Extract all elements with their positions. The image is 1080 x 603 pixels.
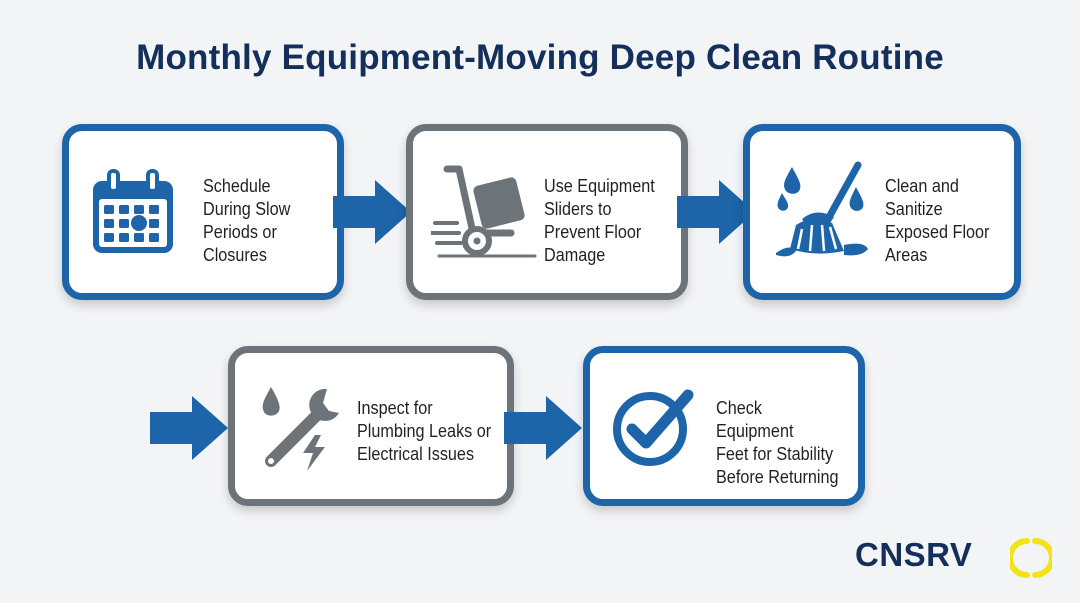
calendar-icon [93, 169, 173, 253]
step-card-clean: Clean and Sanitize Exposed Floor Areas [743, 124, 1021, 300]
logo-ring-icon [1010, 538, 1052, 578]
arrow-right-icon [677, 180, 755, 244]
step-1-label: Schedule During Slow Periods or Closures [203, 176, 291, 265]
wrench-drop-bolt-icon [262, 387, 339, 471]
check-circle-icon [613, 389, 694, 466]
step-card-sliders: Use Equipment Sliders to Prevent Floor D… [406, 124, 688, 300]
step-2-label: Use Equipment Sliders to Prevent Floor D… [544, 176, 655, 265]
hand-truck-icon [431, 165, 537, 258]
arrow-right-icon [333, 180, 411, 244]
step-card-check: Check Equipment Feet for Stability Befor… [583, 346, 865, 506]
step-card-inspect: Inspect for Plumbing Leaks or Electrical… [228, 346, 514, 506]
step-5-label: Check Equipment Feet for Stability Befor… [716, 398, 839, 487]
brand-logo: CNSRV [855, 536, 973, 573]
page-title: Monthly Equipment-Moving Deep Clean Rout… [136, 38, 944, 77]
step-3-label: Clean and Sanitize Exposed Floor Areas [885, 176, 990, 265]
arrow-right-icon [150, 396, 228, 460]
arrow-right-icon [504, 396, 582, 460]
step-4-label: Inspect for Plumbing Leaks or Electrical… [357, 398, 492, 464]
mop-icon [776, 161, 868, 257]
step-card-schedule: Schedule During Slow Periods or Closures [62, 124, 344, 300]
